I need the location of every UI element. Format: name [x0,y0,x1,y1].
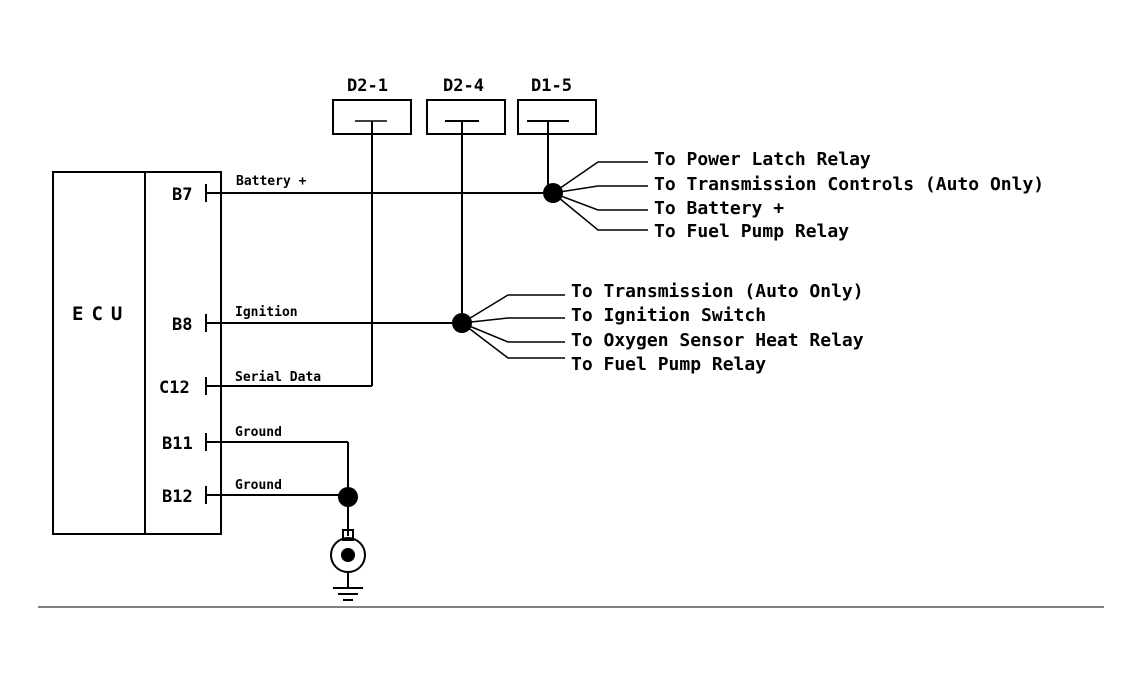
wire-ground-2-label: Ground [235,478,282,493]
connector-d2-1-label: D2-1 [347,76,388,96]
ecu-label: ECU [72,303,130,325]
wire-ignition-label: Ignition [235,305,298,320]
battery-dest-fuel-pump: To Fuel Pump Relay [654,221,849,242]
wire-battery-label: Battery + [236,174,307,189]
ignition-dest-fuel-pump: To Fuel Pump Relay [571,354,766,375]
connector-d1-5-label: D1-5 [531,76,572,96]
connector-d2-4-label: D2-4 [443,76,484,96]
battery-dest-transmission-controls: To Transmission Controls (Auto Only) [654,174,1044,195]
pin-b11-label: B11 [162,434,193,454]
connector-d1-5: D1-5 [517,76,597,135]
ground-icon [330,529,366,601]
pin-c12: C12 Serial Data [159,370,321,398]
battery-dest-battery: To Battery + [654,198,784,219]
ecu-housing [52,171,222,535]
connector-d2-4: D2-4 [426,76,506,135]
battery-dest-power-latch: To Power Latch Relay [654,149,871,170]
pin-b11: B11 Ground [162,425,282,454]
wire-ground-1-label: Ground [235,425,282,440]
pin-b12: B12 Ground [162,478,282,507]
ignition-dest-ignition-switch: To Ignition Switch [571,305,766,326]
pin-c12-label: C12 [159,378,190,398]
connector-d1-5-box [517,99,597,135]
ignition-fanout [461,294,565,359]
wire-serial-label: Serial Data [235,370,321,385]
pin-b8-label: B8 [172,315,192,335]
pin-b7-label: B7 [172,185,192,205]
connector-d2-4-box [426,99,506,135]
ignition-dest-transmission: To Transmission (Auto Only) [571,281,864,302]
pin-b7: B7 Battery + [172,174,307,205]
ignition-dest-oxygen-sensor: To Oxygen Sensor Heat Relay [571,330,864,351]
pin-b12-label: B12 [162,487,193,507]
battery-fanout [552,161,648,231]
